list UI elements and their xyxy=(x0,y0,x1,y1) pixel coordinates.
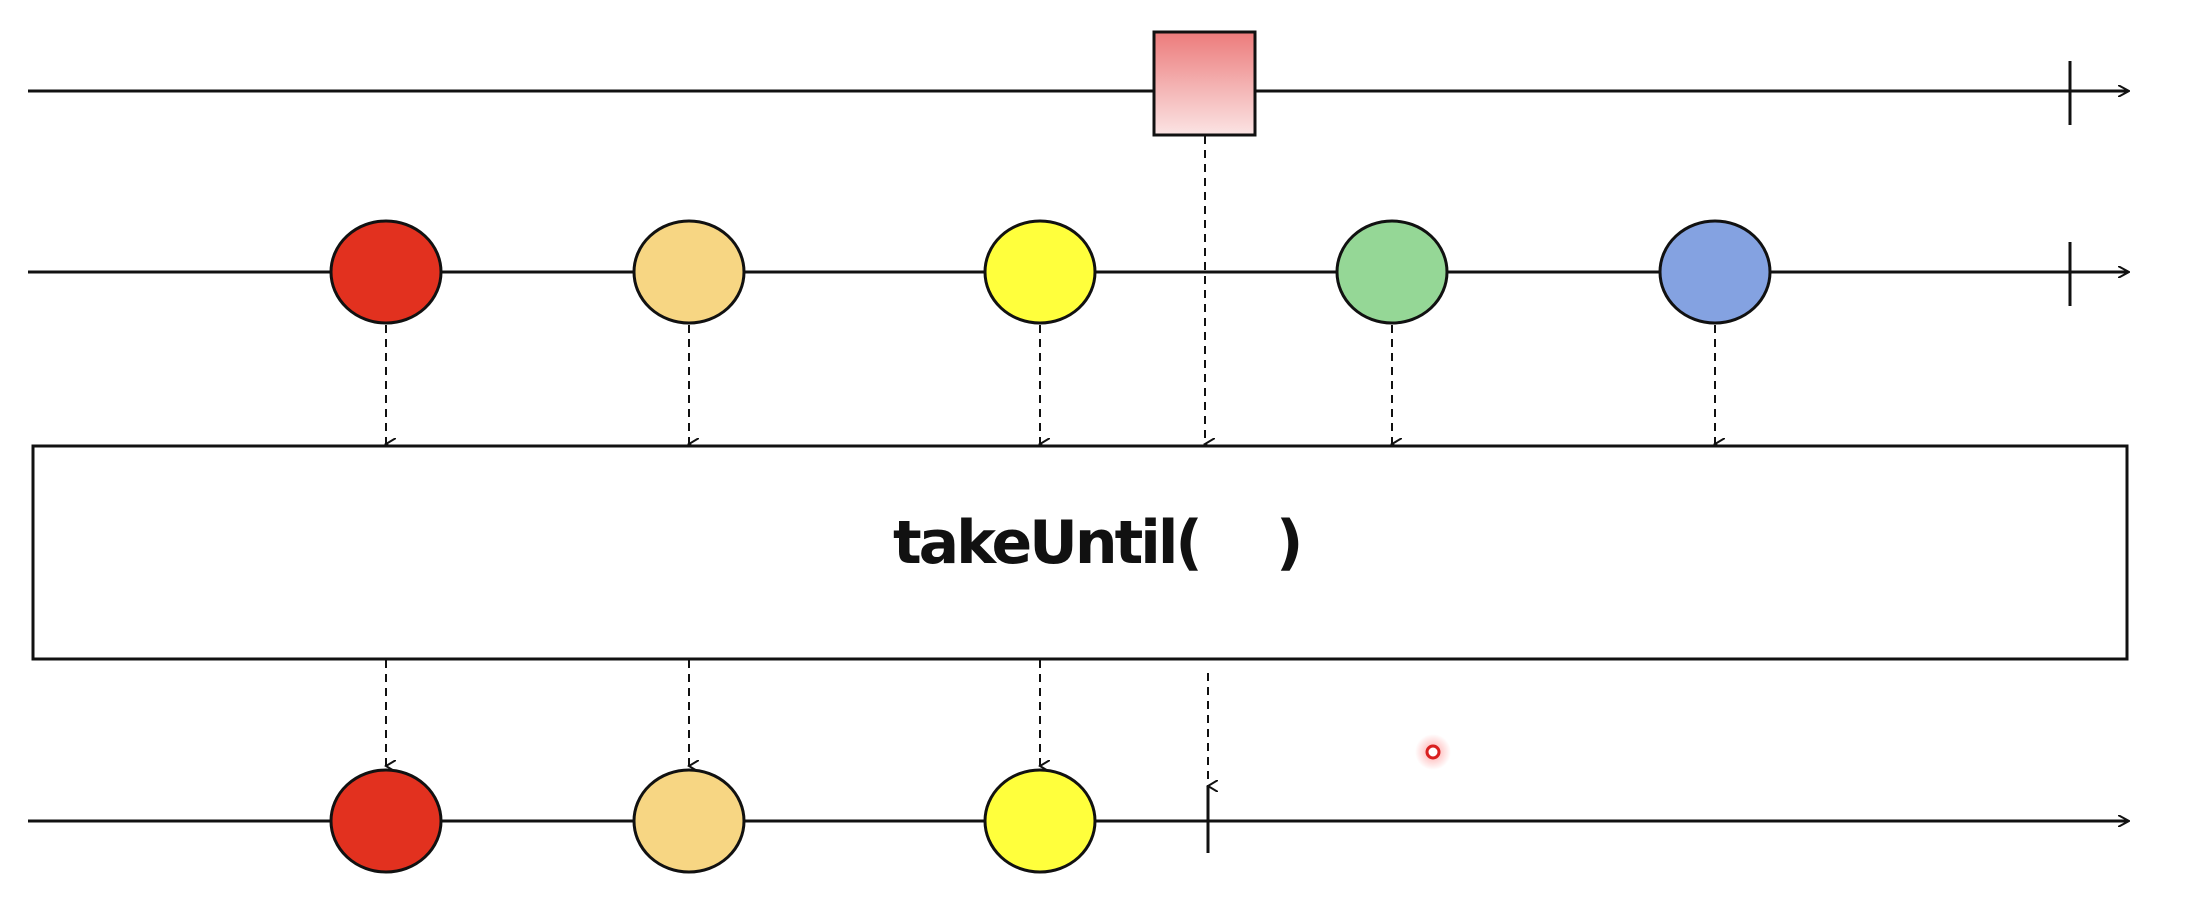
source-marble xyxy=(1335,219,1449,325)
result-marble xyxy=(632,768,746,874)
result-marble xyxy=(329,768,443,874)
result-connectors xyxy=(386,660,1208,786)
source-marble xyxy=(983,219,1097,325)
operator-close-paren: ) xyxy=(1276,508,1300,578)
operator-name: takeUntil( xyxy=(893,508,1200,578)
source-marble xyxy=(329,219,443,325)
source-marbles xyxy=(329,219,1772,325)
notifier-square xyxy=(1152,30,1257,137)
source-connectors xyxy=(386,136,1715,444)
operator-box: takeUntil( ) xyxy=(31,444,2129,661)
result-marbles xyxy=(329,768,1097,874)
source-marble xyxy=(1658,219,1772,325)
pointer-dot-icon xyxy=(1415,734,1451,770)
result-marble xyxy=(983,768,1097,874)
source-marble xyxy=(632,219,746,325)
notifier-timeline xyxy=(28,61,2128,125)
